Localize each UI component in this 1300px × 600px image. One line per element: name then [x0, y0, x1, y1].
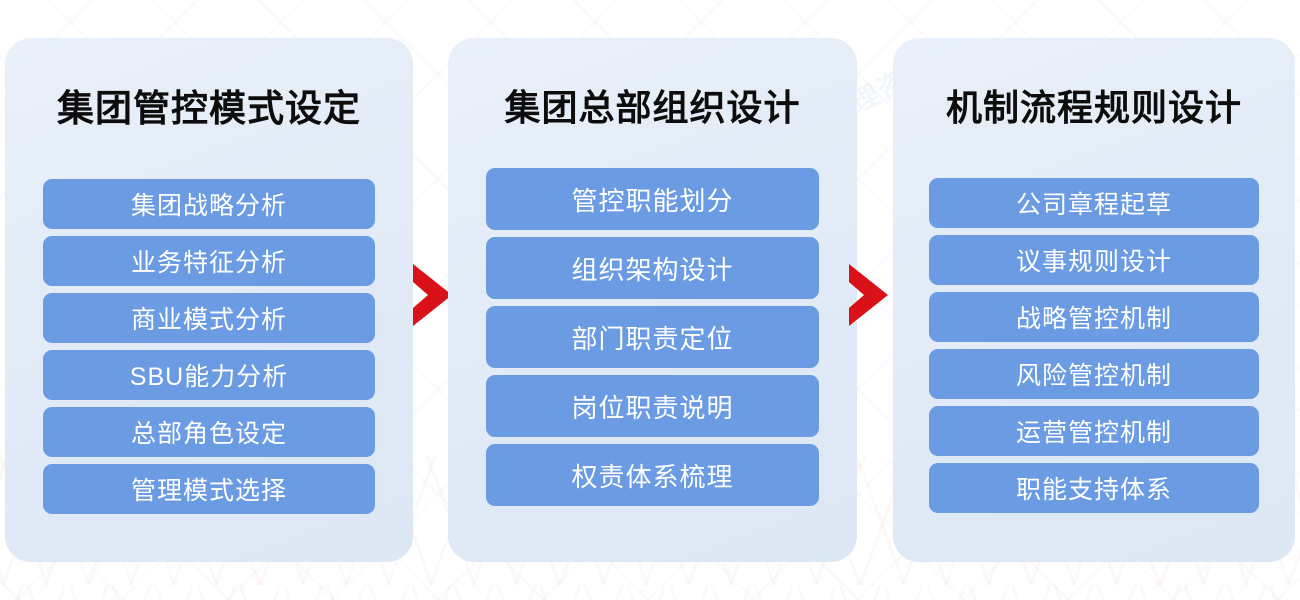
chevron-right-icon: [847, 264, 888, 326]
stage-item[interactable]: 总部角色设定: [43, 407, 375, 457]
stage-item[interactable]: 组织架构设计: [486, 237, 819, 299]
stage-item[interactable]: 权责体系梳理: [486, 444, 819, 506]
stage-title-3: 机制流程规则设计: [945, 87, 1242, 128]
stage-item[interactable]: 部门职责定位: [486, 306, 819, 368]
stage-item[interactable]: 议事规则设计: [929, 235, 1259, 285]
stage-item[interactable]: SBU能力分析: [43, 350, 375, 400]
stage-item[interactable]: 管理模式选择: [43, 464, 375, 514]
stage-card-3[interactable]: 机制流程规则设计 公司章程起草 议事规则设计 战略管控机制 风险管控机制 运营管…: [893, 38, 1295, 562]
stage-item-list-2: 管控职能划分 组织架构设计 部门职责定位 岗位职责说明 权责体系梳理: [448, 168, 857, 506]
stage-item[interactable]: 岗位职责说明: [486, 375, 819, 437]
stage-item[interactable]: 战略管控机制: [929, 292, 1259, 342]
stage-item[interactable]: 商业模式分析: [43, 293, 375, 343]
stage-title-1: 集团管控模式设定: [57, 88, 361, 129]
stage-card-1[interactable]: 集团管控模式设定 集团战略分析 业务特征分析 商业模式分析 SBU能力分析 总部…: [5, 38, 413, 562]
stage-item[interactable]: 职能支持体系: [929, 463, 1259, 513]
stage-item-list-3: 公司章程起草 议事规则设计 战略管控机制 风险管控机制 运营管控机制 职能支持体…: [893, 178, 1295, 513]
stage-item-list-1: 集团战略分析 业务特征分析 商业模式分析 SBU能力分析 总部角色设定 管理模式…: [5, 179, 413, 514]
stage-item[interactable]: 集团战略分析: [43, 179, 375, 229]
stage-title-2: 集团总部组织设计: [504, 87, 801, 128]
stage-item[interactable]: 公司章程起草: [929, 178, 1259, 228]
chevron-right-icon: [411, 264, 452, 326]
stage-item[interactable]: 风险管控机制: [929, 349, 1259, 399]
stage-item[interactable]: 运营管控机制: [929, 406, 1259, 456]
stage-item[interactable]: 管控职能划分: [486, 168, 819, 230]
stage-card-2[interactable]: 集团总部组织设计 管控职能划分 组织架构设计 部门职责定位 岗位职责说明 权责体…: [448, 38, 857, 562]
stage-item[interactable]: 业务特征分析: [43, 236, 375, 286]
